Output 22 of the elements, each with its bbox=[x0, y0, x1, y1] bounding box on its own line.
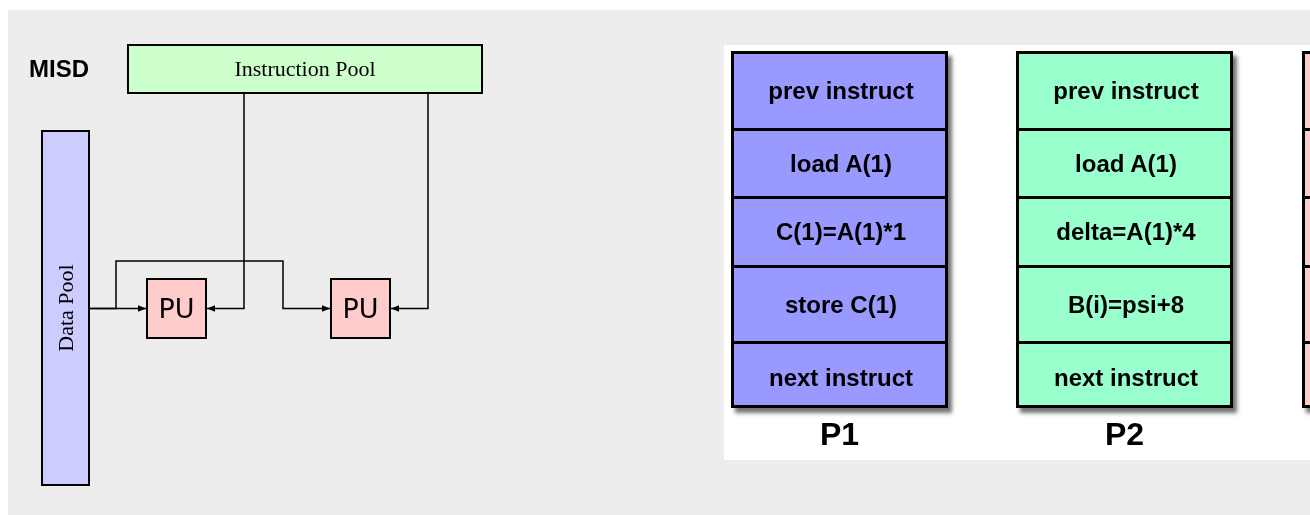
instruction-cell: B(i)=psi+8 bbox=[1019, 265, 1233, 341]
instruction-cell: load A(1) bbox=[1019, 128, 1233, 196]
instruction-cell: next instruct bbox=[734, 341, 948, 411]
processor-label: P2 bbox=[1103, 416, 1146, 453]
instruction-cell: prev instruct bbox=[1019, 54, 1233, 128]
instruction-cell: prev instruct bbox=[734, 54, 948, 128]
arrow bbox=[390, 93, 429, 312]
arrow bbox=[206, 93, 245, 312]
instruction-stack bbox=[731, 51, 948, 408]
processor-label: P1 bbox=[818, 416, 861, 453]
processing-unit-box: PU bbox=[330, 278, 391, 339]
instruction-stack bbox=[1016, 51, 1233, 408]
instruction-cell: load A(1) bbox=[734, 128, 948, 196]
instruction-cell: next instruct bbox=[1019, 341, 1233, 411]
architecture-label: MISD bbox=[29, 55, 89, 83]
processing-unit-box: PU bbox=[146, 278, 207, 339]
instruction-cell: store C(1) bbox=[734, 265, 948, 341]
data-pool-bar: Data Pool bbox=[41, 130, 90, 486]
instruction-cell: delta=A(1)*4 bbox=[1019, 196, 1233, 265]
arrow bbox=[89, 260, 331, 312]
instruction-pool-box: Instruction Pool bbox=[127, 44, 483, 94]
instruction-cell: C(1)=A(1)*1 bbox=[734, 196, 948, 265]
